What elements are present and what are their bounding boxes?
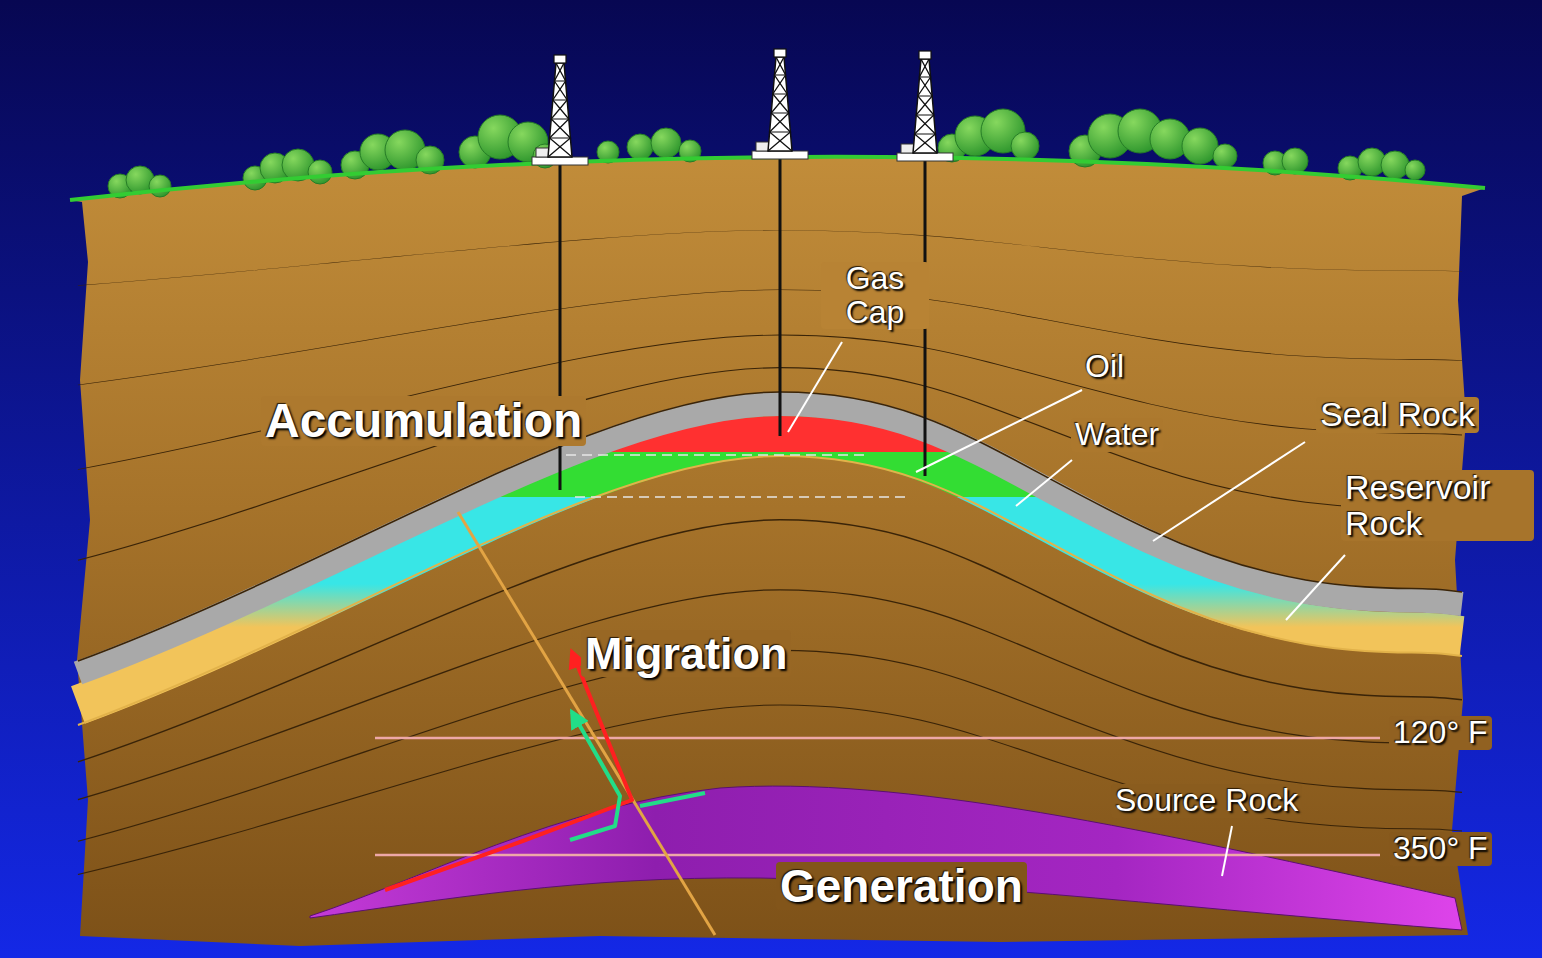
label-anchor: Source Rock (1111, 784, 1302, 818)
label-anchor: Reservoir Rock (1341, 470, 1534, 541)
well-bore (779, 155, 782, 436)
stage-heading: Generation (776, 862, 1027, 910)
gas-cap-zone (0, 0, 1542, 452)
stratum-line (78, 520, 1462, 762)
fault-line (458, 512, 715, 935)
leader-line (916, 390, 1082, 472)
oil-zone (0, 452, 1542, 497)
annotation-label: 350° F (1389, 832, 1492, 866)
isotherm-line (375, 854, 1380, 857)
oil-derrick (532, 55, 588, 165)
label-anchor: Accumulation (261, 396, 586, 446)
label-anchor: Gas Cap (821, 262, 929, 329)
annotation-label: Oil (1081, 350, 1128, 384)
label-anchor: Migration (581, 630, 791, 677)
migration-arrows (385, 652, 705, 890)
oil-derrick (752, 49, 808, 159)
annotation-label: Source Rock (1111, 784, 1302, 818)
annotation-label: Water (1071, 418, 1163, 452)
oil-water-contact (575, 496, 905, 498)
stage-heading: Migration (581, 630, 791, 677)
annotation-label: Seal Rock (1316, 397, 1479, 433)
annotation-label: Gas Cap (821, 262, 929, 329)
label-anchor: 120° F (1389, 716, 1492, 750)
gas-migration-arrow (570, 712, 620, 840)
leader-lines (788, 342, 1345, 876)
leader-line (1286, 555, 1345, 620)
label-anchor: Water (1071, 418, 1163, 452)
stratum-line (78, 590, 1462, 800)
annotation-label: 120° F (1389, 716, 1492, 750)
gas-oil-contact (566, 454, 870, 456)
leader-line (1153, 442, 1305, 541)
label-anchor: Generation (776, 862, 1027, 910)
leader-line (1222, 826, 1232, 876)
gas-migration-arrow (640, 793, 705, 806)
stage-heading: Accumulation (261, 396, 586, 446)
annotation-label: Reservoir Rock (1341, 470, 1534, 541)
isotherm-line (375, 737, 1380, 740)
label-anchor: 350° F (1389, 832, 1492, 866)
leader-line (1016, 460, 1072, 506)
oil-derrick (897, 51, 953, 161)
stratum-line (78, 392, 1462, 661)
oil-migration-arrow (385, 652, 632, 890)
label-anchor: Oil (1081, 350, 1128, 384)
ground-surface (70, 157, 1485, 200)
leader-line (788, 342, 842, 432)
label-anchor: Seal Rock (1316, 397, 1479, 433)
fluid-contacts (566, 455, 905, 497)
